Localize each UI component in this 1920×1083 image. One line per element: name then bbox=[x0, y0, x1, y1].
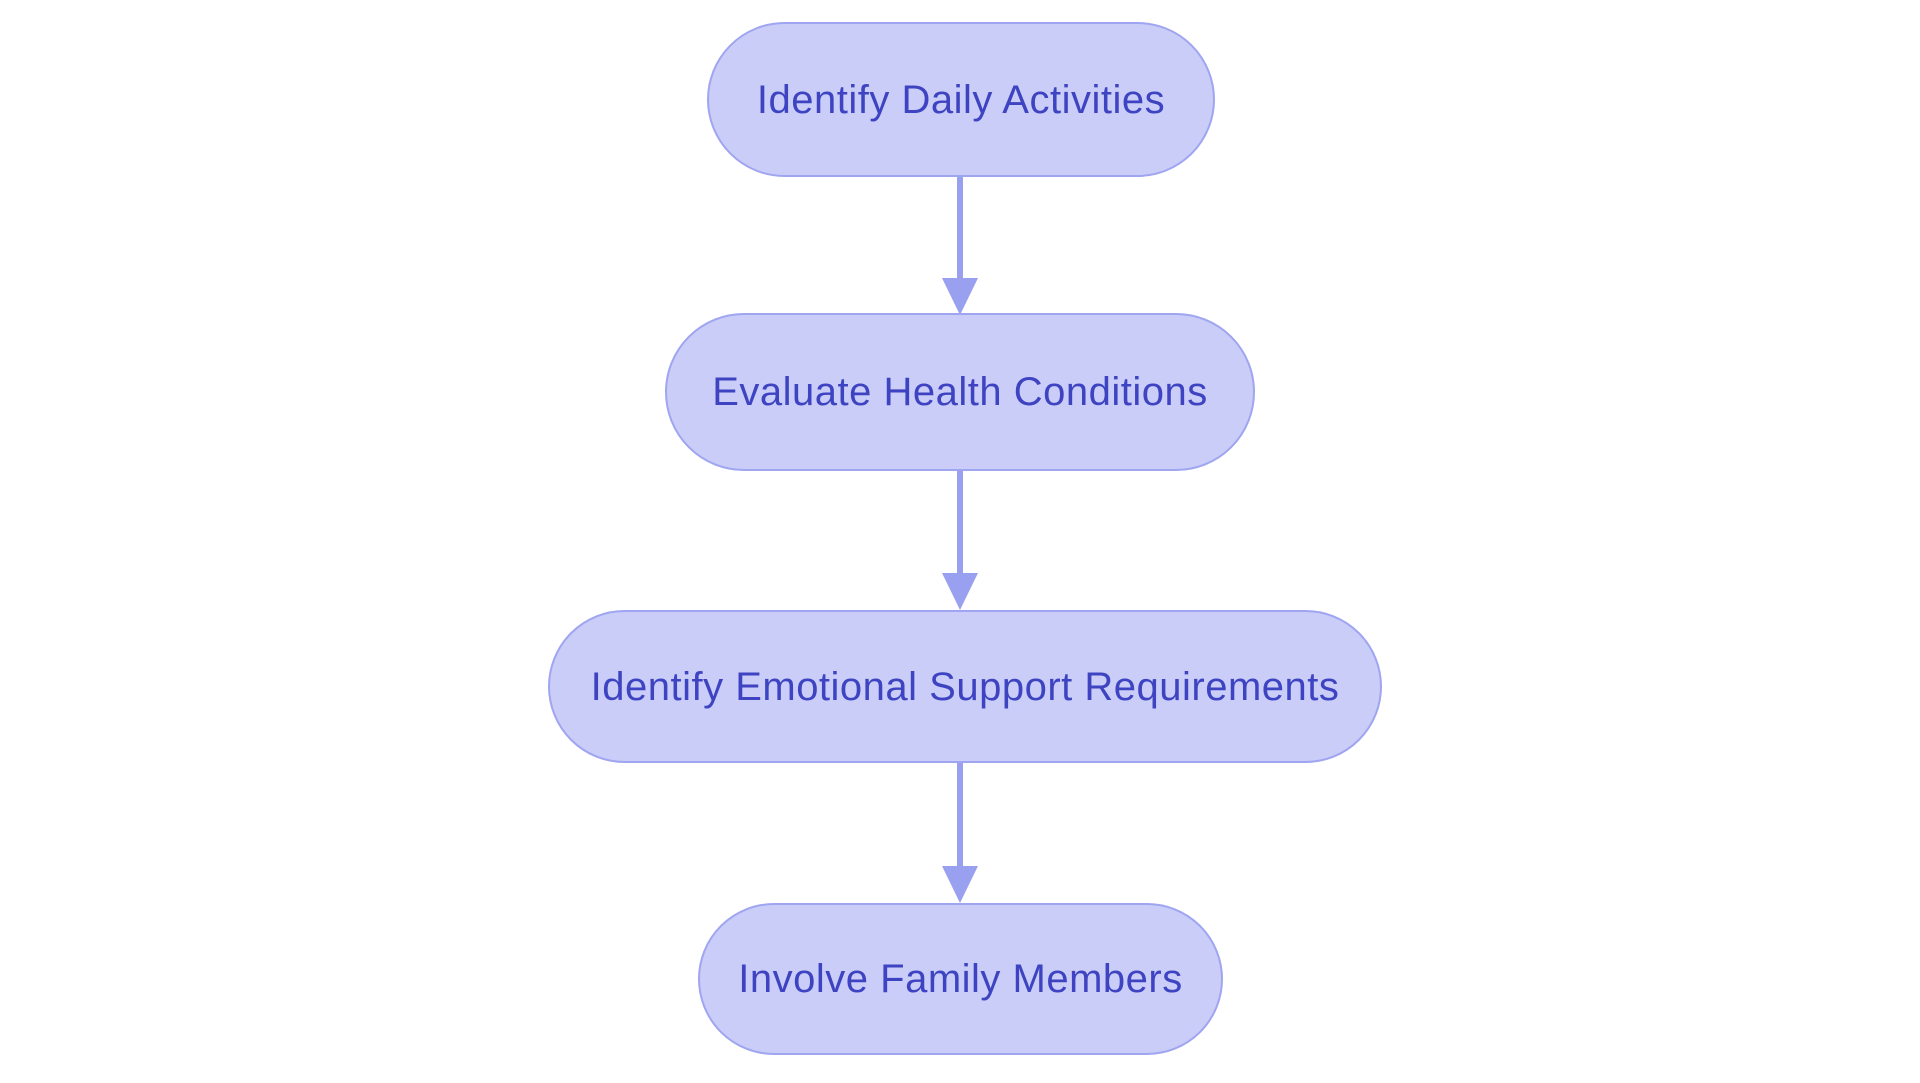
arrow-shaft bbox=[957, 763, 963, 866]
flowchart-node-evaluate-health-conditions: Evaluate Health Conditions bbox=[665, 313, 1255, 471]
node-label: Identify Emotional Support Requirements bbox=[590, 664, 1340, 709]
arrowhead-down-icon bbox=[942, 278, 978, 315]
arrowhead-down-icon bbox=[942, 866, 978, 903]
flowchart-node-identify-emotional-support-requirements: Identify Emotional Support Requirements bbox=[548, 610, 1382, 763]
node-label: Identify Daily Activities bbox=[756, 77, 1166, 122]
flowchart-node-involve-family-members: Involve Family Members bbox=[698, 903, 1223, 1055]
flow-arrow-1 bbox=[942, 177, 978, 315]
arrowhead-down-icon bbox=[942, 573, 978, 610]
flow-arrow-3 bbox=[942, 763, 978, 903]
flow-arrow-2 bbox=[942, 471, 978, 610]
node-label: Evaluate Health Conditions bbox=[712, 370, 1208, 414]
flowchart-node-identify-daily-activities: Identify Daily Activities bbox=[707, 22, 1215, 177]
arrow-shaft bbox=[957, 471, 963, 573]
node-label: Involve Family Members bbox=[738, 957, 1183, 1001]
arrow-shaft bbox=[957, 177, 963, 278]
